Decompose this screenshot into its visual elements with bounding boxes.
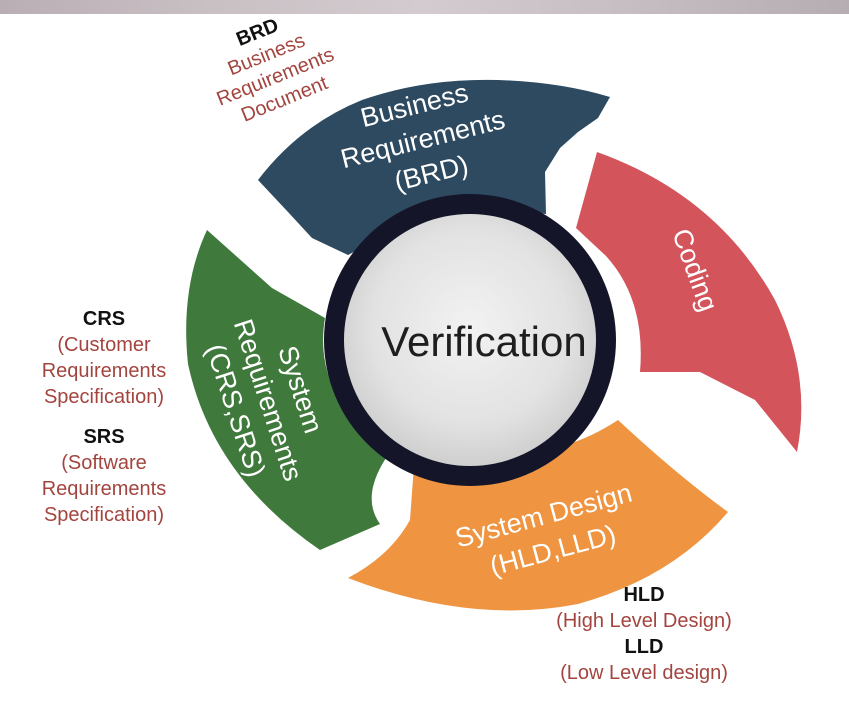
annotation-srs-line-1: (Software bbox=[61, 452, 147, 474]
annotation-crs-line-3: Specification) bbox=[43, 386, 165, 408]
annotation-crs-srs: CRS (Customer Requirements Specification… bbox=[16, 306, 192, 528]
annotation-lld-line-1: (Low Level design) bbox=[560, 662, 728, 684]
segment-coding bbox=[576, 152, 802, 452]
annotation-crs-abbr: CRS bbox=[82, 308, 126, 330]
annotation-srs-line-3: Specification) bbox=[43, 504, 165, 526]
annotation-srs-abbr: SRS bbox=[83, 426, 125, 448]
top-banner-strip bbox=[0, 0, 849, 14]
annotation-srs-line-2: Requirements bbox=[41, 478, 167, 500]
annotation-hld-line-1: (High Level Design) bbox=[556, 610, 732, 632]
center-circle bbox=[344, 214, 596, 466]
annotation-hld-lld: HLD (High Level Design) LLD (Low Level d… bbox=[524, 582, 764, 686]
annotation-hld-abbr: HLD bbox=[623, 584, 665, 606]
annotation-crs-line-2: Requirements bbox=[41, 360, 167, 382]
segment-system-requirements bbox=[186, 230, 388, 550]
annotation-crs-line-1: (Customer bbox=[57, 334, 151, 356]
center-label: Verification bbox=[381, 318, 586, 365]
annotation-lld-abbr: LLD bbox=[624, 636, 664, 658]
